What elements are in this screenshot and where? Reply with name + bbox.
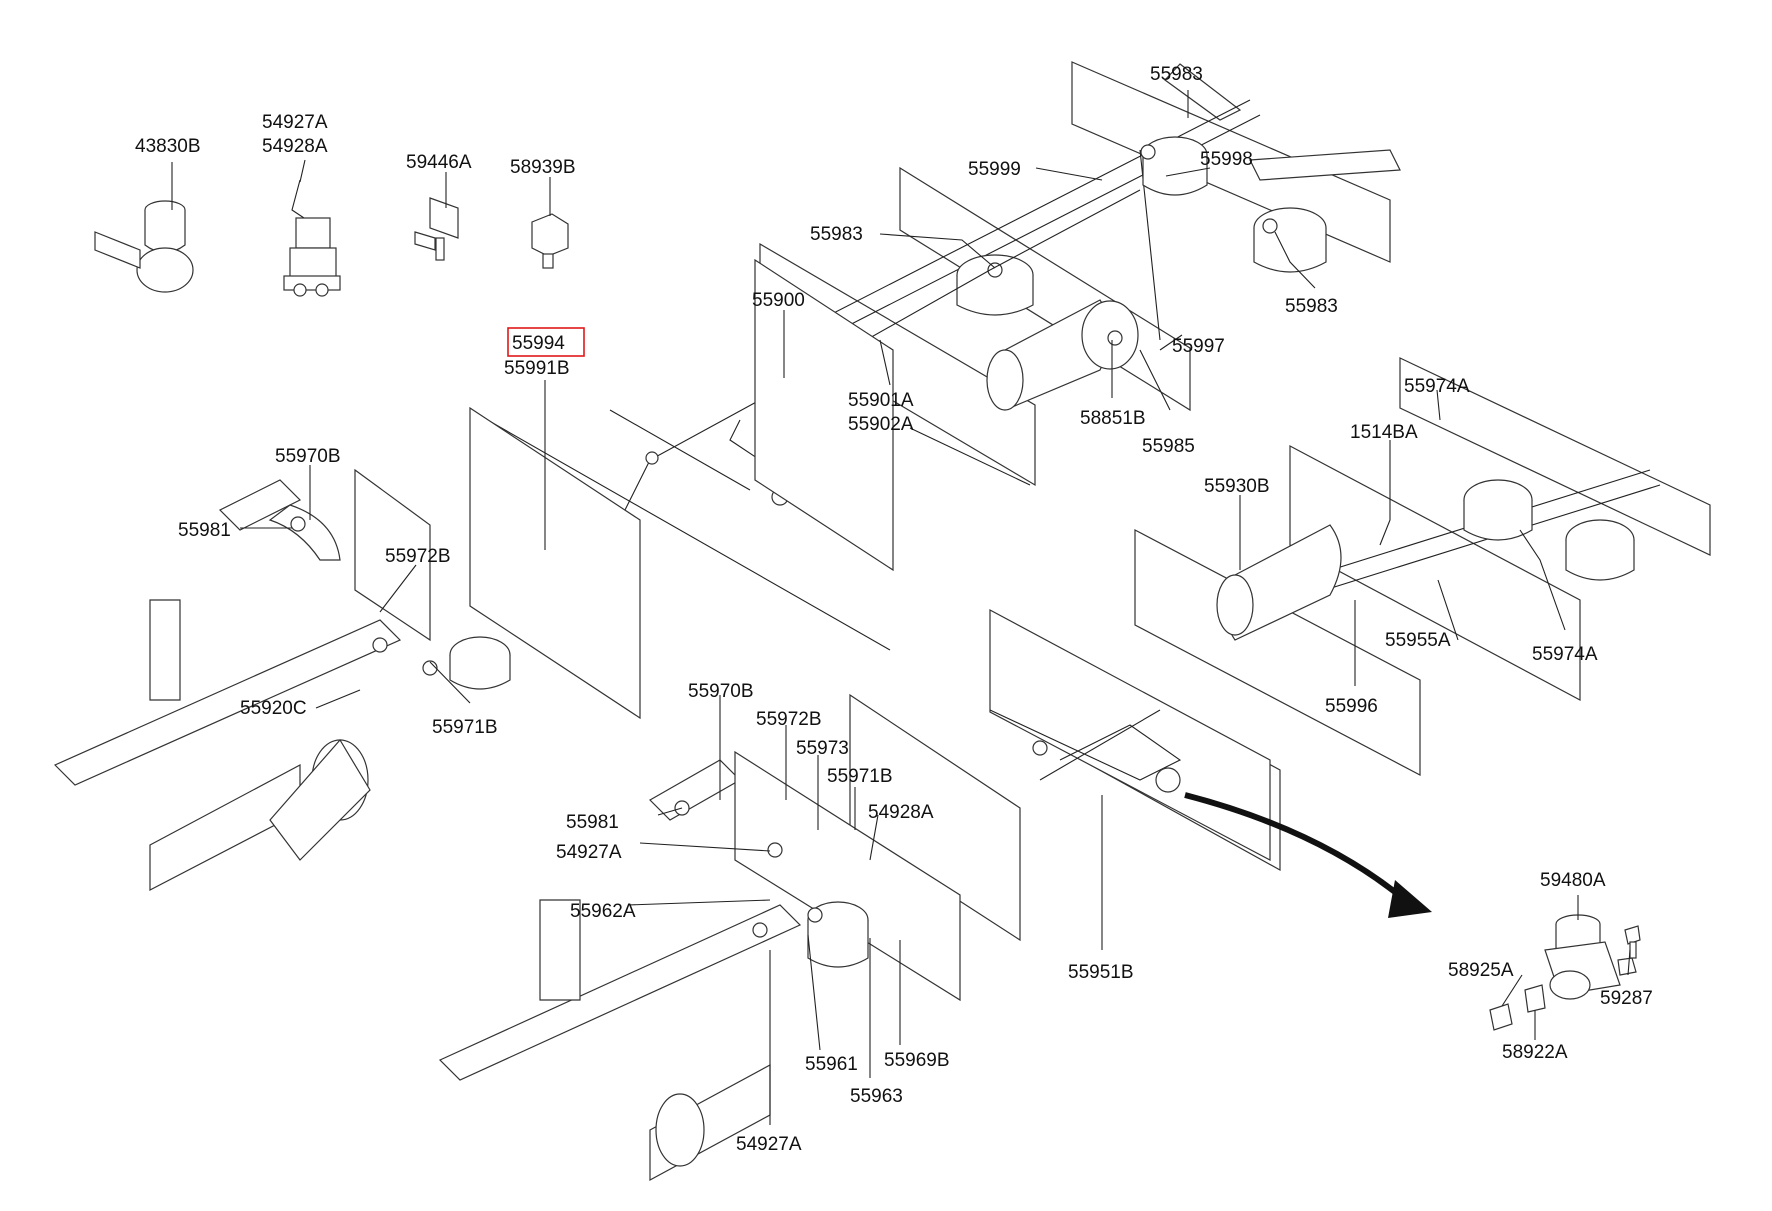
label-55901A: 55901A <box>848 390 914 411</box>
part-59480A-drawing <box>1489 914 1641 1031</box>
label-59480A: 59480A <box>1540 870 1606 891</box>
label-55997: 55997 <box>1172 336 1225 357</box>
label-55930B: 55930B <box>1204 476 1270 497</box>
part-labels: 43830B 54927A 54928A 59446A 58939B 55994… <box>135 64 1653 1155</box>
label-55955A: 55955A <box>1385 630 1451 651</box>
label-59446A: 59446A <box>406 152 472 173</box>
label-55981-b: 55981 <box>566 812 619 833</box>
crossmember-plates <box>469 258 894 720</box>
label-55999: 55999 <box>968 159 1021 180</box>
frame-front-left <box>53 468 511 891</box>
detail-arrow <box>1184 792 1432 918</box>
label-58939B: 58939B <box>510 157 576 178</box>
label-59287: 59287 <box>1600 988 1653 1009</box>
label-55963: 55963 <box>850 1086 903 1107</box>
label-55961: 55961 <box>805 1054 858 1075</box>
label-55983-b: 55983 <box>810 224 863 245</box>
label-55981-a: 55981 <box>178 520 231 541</box>
label-55962A: 55962A <box>570 901 636 922</box>
part-54928A-drawing <box>283 179 341 297</box>
label-55973: 55973 <box>796 738 849 759</box>
label-55902A: 55902A <box>848 414 914 435</box>
label-55951B: 55951B <box>1068 962 1134 983</box>
label-54927A-c: 54927A <box>736 1134 802 1155</box>
label-55974A-a: 55974A <box>1404 376 1470 397</box>
label-55972B-a: 55972B <box>385 546 451 567</box>
label-55996: 55996 <box>1325 696 1378 717</box>
label-58851B: 58851B <box>1080 408 1146 429</box>
label-1514BA: 1514BA <box>1350 422 1418 443</box>
part-43830B-drawing <box>94 200 194 293</box>
label-55900: 55900 <box>752 290 805 311</box>
frame-top <box>759 61 1401 487</box>
label-58922A: 58922A <box>1502 1042 1568 1063</box>
label-43830B: 43830B <box>135 136 201 157</box>
label-55974A-b: 55974A <box>1532 644 1598 665</box>
label-54928A-top: 54928A <box>262 136 328 157</box>
highlight-box-55994 <box>507 327 585 357</box>
label-55994[interactable]: 55994 <box>512 333 565 354</box>
part-58939B-drawing <box>531 213 569 269</box>
label-55920C: 55920C <box>240 698 307 719</box>
label-54927A-top: 54927A <box>262 112 328 133</box>
label-55971B-a: 55971B <box>432 717 498 738</box>
label-55991B: 55991B <box>504 358 570 379</box>
leader-lines <box>171 90 1631 1125</box>
label-55971B-b: 55971B <box>827 766 893 787</box>
part-59446A-drawing <box>414 197 459 261</box>
label-55969B: 55969B <box>884 1050 950 1071</box>
label-54928A-b: 54928A <box>868 802 934 823</box>
label-55985: 55985 <box>1142 436 1195 457</box>
label-55983-a: 55983 <box>1150 64 1203 85</box>
label-55972B-b: 55972B <box>756 709 822 730</box>
label-55983-c: 55983 <box>1285 296 1338 317</box>
label-55998: 55998 <box>1200 149 1253 170</box>
label-54927A-b: 54927A <box>556 842 622 863</box>
label-55970B-b: 55970B <box>688 681 754 702</box>
label-55970B-a: 55970B <box>275 446 341 467</box>
label-58925A: 58925A <box>1448 960 1514 981</box>
